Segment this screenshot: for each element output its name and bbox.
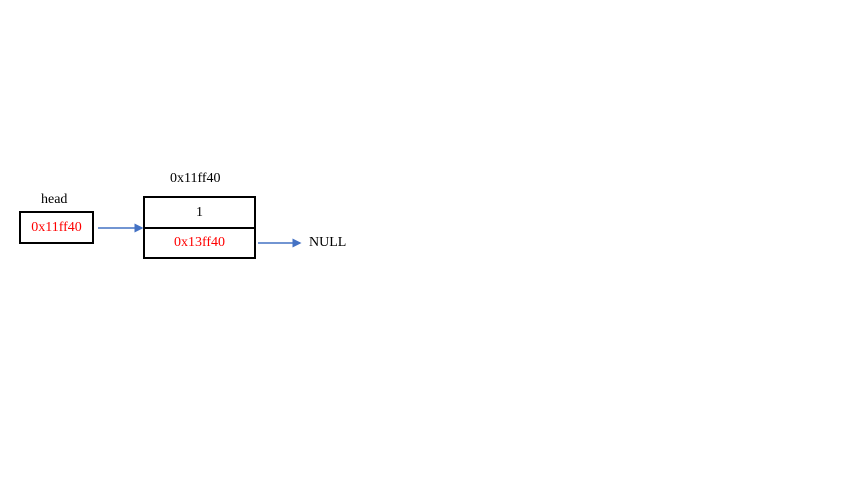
null-label: NULL <box>309 235 347 250</box>
head-label: head <box>41 192 68 207</box>
node-data-cell: 1 <box>143 196 256 229</box>
head-pointer-value: 0x11ff40 <box>31 219 82 235</box>
node-next-value: 0x13ff40 <box>173 235 226 250</box>
node-box: 1 0x13ff40 <box>143 196 256 259</box>
node-next-cell: 0x13ff40 <box>143 227 256 259</box>
head-pointer-box: 0x11ff40 <box>19 211 94 244</box>
node-address-label: 0x11ff40 <box>170 171 221 186</box>
node-data-value: 1 <box>196 204 203 220</box>
